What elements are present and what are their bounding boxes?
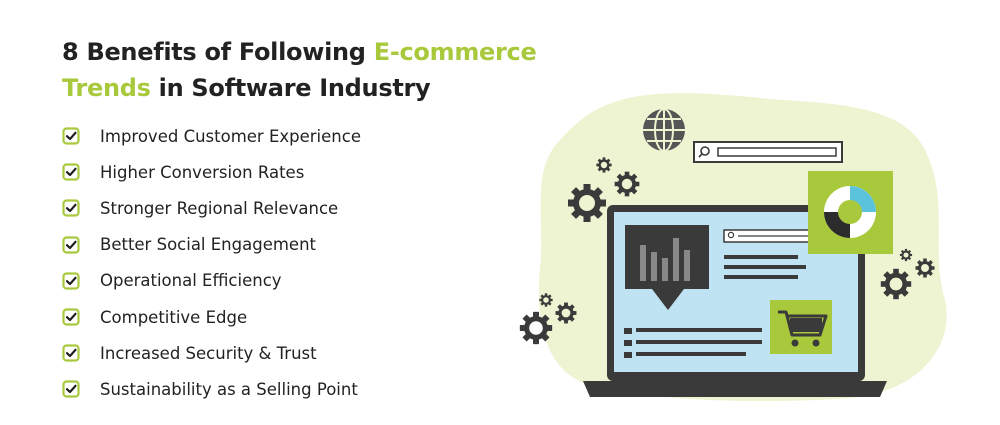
benefit-label: Sustainability as a Selling Point bbox=[100, 379, 358, 399]
benefit-label: Increased Security & Trust bbox=[100, 343, 317, 363]
title-part-1: 8 Benefits of Following bbox=[62, 38, 374, 66]
page-title: 8 Benefits of Following E-commerce Trend… bbox=[62, 34, 582, 106]
list-item: Better Social Engagement bbox=[62, 227, 361, 263]
search-bar-icon bbox=[693, 141, 843, 163]
benefit-label: Better Social Engagement bbox=[100, 235, 316, 255]
title-accent-2: Trends bbox=[62, 74, 151, 102]
bar-chart-icon bbox=[625, 225, 709, 310]
checkbox-icon bbox=[62, 163, 80, 181]
benefit-label: Higher Conversion Rates bbox=[100, 162, 305, 182]
gear-icon bbox=[520, 312, 552, 344]
benefit-label: Competitive Edge bbox=[100, 307, 248, 327]
checkbox-icon bbox=[62, 344, 80, 362]
checkbox-icon bbox=[62, 380, 80, 399]
benefit-label: Stronger Regional Relevance bbox=[100, 198, 339, 218]
list-item: Competitive Edge bbox=[62, 299, 361, 335]
title-part-2: in Software Industry bbox=[150, 74, 431, 102]
checkbox-icon bbox=[62, 127, 80, 145]
checkbox-icon bbox=[62, 272, 80, 290]
list-item: Operational Efficiency bbox=[62, 263, 361, 299]
list-item: Improved Customer Experience bbox=[62, 118, 361, 154]
benefits-list: Improved Customer Experience Higher Conv… bbox=[62, 118, 361, 408]
checkbox-icon bbox=[62, 308, 80, 326]
list-item: Higher Conversion Rates bbox=[62, 154, 361, 190]
text-lines bbox=[624, 255, 806, 358]
title-accent-1: E-commerce bbox=[373, 38, 537, 66]
benefit-label: Improved Customer Experience bbox=[100, 126, 361, 146]
list-item: Increased Security & Trust bbox=[62, 335, 361, 371]
ecommerce-illustration bbox=[500, 93, 947, 402]
list-item: Sustainability as a Selling Point bbox=[62, 371, 361, 407]
checkbox-icon bbox=[62, 199, 80, 218]
shopping-cart-icon bbox=[770, 300, 832, 354]
checkbox-icon bbox=[62, 236, 80, 254]
benefit-label: Operational Efficiency bbox=[100, 271, 282, 291]
pie-chart-icon bbox=[808, 171, 893, 254]
search-bar-icon bbox=[723, 229, 815, 243]
globe-icon bbox=[643, 108, 685, 152]
list-item: Stronger Regional Relevance bbox=[62, 190, 361, 226]
